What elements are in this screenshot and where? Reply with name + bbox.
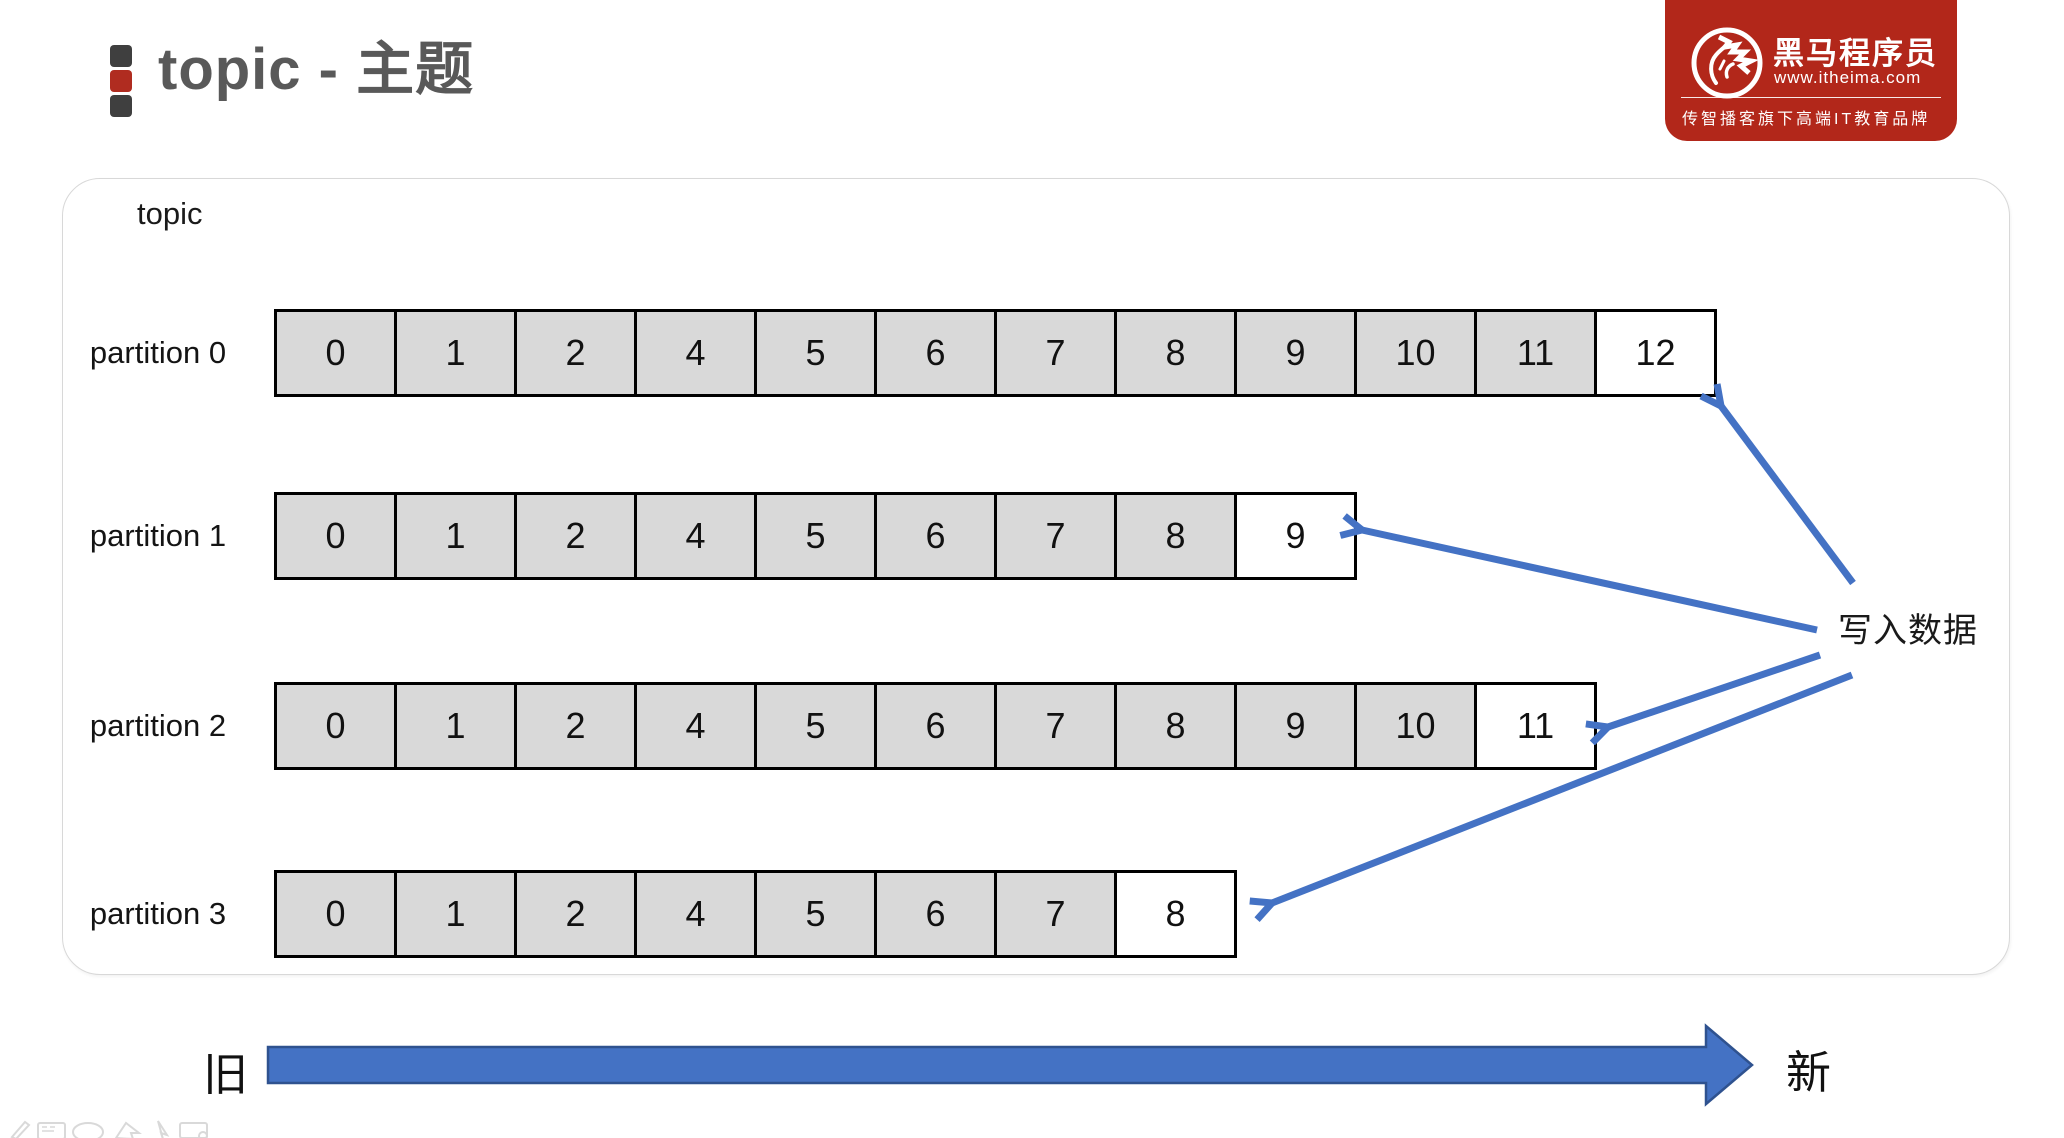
bullet-square-red	[110, 70, 132, 92]
cell: 6	[874, 682, 997, 770]
cell: 8	[1114, 682, 1237, 770]
cell: 9	[1234, 682, 1357, 770]
cell: 5	[754, 682, 877, 770]
topic-container-label: topic	[137, 196, 203, 231]
cell: 0	[274, 309, 397, 397]
cell-newest: 12	[1594, 309, 1717, 397]
cell: 1	[394, 870, 517, 958]
cell: 11	[1474, 309, 1597, 397]
title-bullet-icon	[110, 45, 132, 120]
cell: 4	[634, 682, 757, 770]
new-label: 新	[1786, 1047, 1832, 1098]
cell: 5	[754, 870, 877, 958]
cursor-icon[interactable]	[157, 1120, 170, 1138]
cell: 6	[874, 870, 997, 958]
logo-url: www.itheima.com	[1774, 68, 1922, 87]
partition-label-3: partition 3	[89, 896, 227, 931]
cell: 4	[634, 309, 757, 397]
zoom-slide-icon[interactable]	[179, 1122, 208, 1138]
pen-icon[interactable]	[10, 1120, 31, 1138]
cell: 5	[754, 492, 877, 580]
cell: 7	[994, 870, 1117, 958]
write-data-label: 写入数据	[1838, 612, 1978, 650]
cell: 7	[994, 682, 1117, 770]
cell: 10	[1354, 682, 1477, 770]
cell: 0	[274, 870, 397, 958]
partition-label-2: partition 2	[89, 708, 227, 743]
itheima-logo: 黑马程序员 www.itheima.com 传智播客旗下高端IT教育品牌	[1665, 0, 1957, 141]
presenter-toolbar	[10, 1120, 208, 1138]
cell: 0	[274, 492, 397, 580]
ellipse-icon[interactable]	[72, 1122, 104, 1138]
horse-head-icon	[1691, 27, 1763, 99]
logo-tagline: 传智播客旗下高端IT教育品牌	[1682, 111, 1931, 128]
page-title: topic - 主题	[158, 37, 475, 102]
old-label: 旧	[203, 1049, 249, 1100]
cell: 2	[514, 492, 637, 580]
partition-label-0: partition 0	[89, 335, 227, 370]
cell: 8	[1114, 309, 1237, 397]
cell: 10	[1354, 309, 1477, 397]
cell: 2	[514, 682, 637, 770]
cell: 4	[634, 870, 757, 958]
timeline-arrow	[266, 1023, 1754, 1107]
cell-newest: 9	[1234, 492, 1357, 580]
cell: 2	[514, 309, 637, 397]
logo-divider	[1681, 97, 1941, 98]
cell: 1	[394, 309, 517, 397]
cell: 1	[394, 682, 517, 770]
bullet-square-dark	[110, 95, 132, 117]
cell-newest: 11	[1474, 682, 1597, 770]
cell: 7	[994, 309, 1117, 397]
keyboard-icon[interactable]	[37, 1122, 66, 1138]
cell: 5	[754, 309, 877, 397]
logo-brand-name: 黑马程序员	[1773, 36, 1938, 71]
cell: 4	[634, 492, 757, 580]
partition-label-1: partition 1	[89, 518, 227, 553]
cell: 0	[274, 682, 397, 770]
cell: 8	[1114, 492, 1237, 580]
cell: 9	[1234, 309, 1357, 397]
cell: 6	[874, 309, 997, 397]
shape-icon[interactable]	[114, 1121, 142, 1138]
cell: 7	[994, 492, 1117, 580]
cell: 1	[394, 492, 517, 580]
cell: 2	[514, 870, 637, 958]
bullet-square-dark	[110, 45, 132, 67]
cell-newest: 8	[1114, 870, 1237, 958]
cell: 6	[874, 492, 997, 580]
